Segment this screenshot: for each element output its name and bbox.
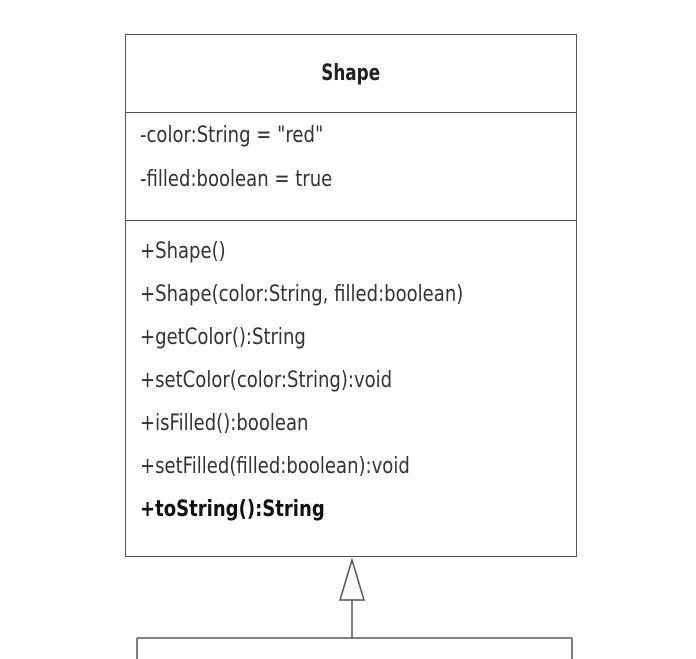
shape-class-box: Shape -color:String = "red" -filled:bool… (125, 34, 577, 557)
class-name-compartment: Shape (126, 35, 576, 113)
inheritance-arrow-icon (338, 557, 366, 601)
attributes-compartment: -color:String = "red" -filled:boolean = … (126, 113, 576, 221)
operation-constructor-args: +Shape(color:String, filled:boolean) (140, 282, 464, 307)
operation-constructor-default: +Shape() (140, 239, 226, 264)
attribute-filled: -filled:boolean = true (140, 167, 333, 192)
class-name: Shape (321, 61, 381, 86)
operation-to-string: +toString():String (140, 497, 325, 522)
operations-compartment: +Shape() +Shape(color:String, filled:boo… (126, 221, 576, 556)
operation-set-filled: +setFilled(filled:boolean):void (140, 454, 410, 479)
operation-set-color: +setColor(color:String):void (140, 368, 393, 393)
operation-is-filled: +isFilled():boolean (140, 411, 309, 436)
attribute-color: -color:String = "red" (140, 123, 324, 148)
operation-get-color: +getColor():String (140, 325, 306, 350)
